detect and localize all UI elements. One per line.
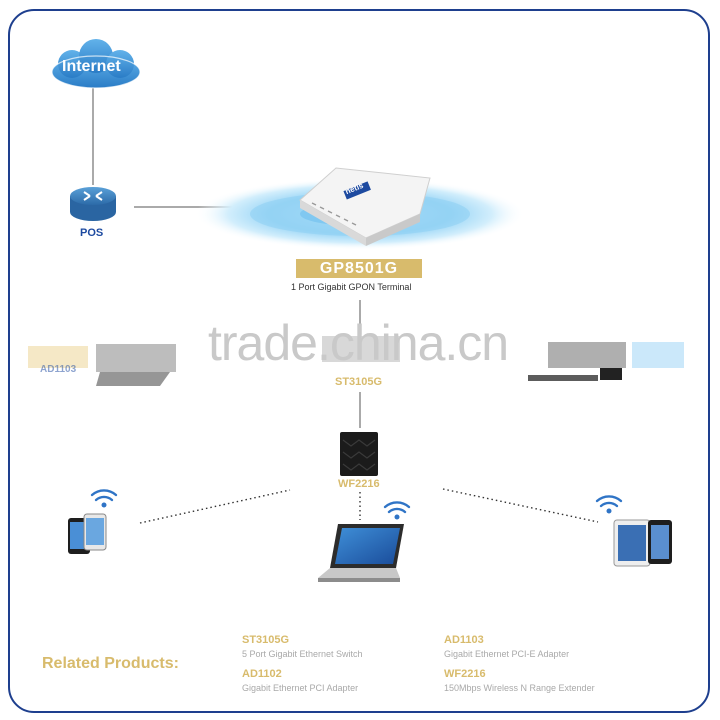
switch-label: ST3105G [335,376,383,388]
tablet-icon [613,519,672,567]
product-name: AD1103 [444,634,484,646]
adapter-partial-label: AD1103 [40,364,77,375]
product-name: AD1102 [242,668,282,680]
product-name: ST3105G [242,634,290,646]
watermark: trade.china.cn [208,315,509,371]
ad1103-adapter-icon [28,344,176,386]
product-description: 150Mbps Wireless N Range Extender [444,683,595,693]
gpon-terminal-icon [299,167,431,246]
diagram-frame [8,9,710,713]
product-description: 5 Port Gigabit Ethernet Switch [242,649,363,659]
wireless-link-phone [139,489,291,524]
wireless-link-tablet [442,488,599,523]
wifi-icon [383,501,411,514]
wireless-extender-icon [340,432,378,476]
product-name: WF2216 [444,668,486,680]
internet-label: Internet [62,58,121,75]
router-icon [70,187,116,221]
gpon-model-label: GP8501G [296,259,422,278]
product-description: Gigabit Ethernet PCI-E Adapter [444,649,570,659]
wifi-icon [595,495,623,508]
gpon-description: 1 Port Gigabit GPON Terminal [291,282,412,292]
pos-label: POS [80,227,104,239]
product-description: Gigabit Ethernet PCI Adapter [242,683,359,693]
wireless-label: WF2216 [338,478,380,490]
laptop-icon [318,524,404,582]
related-products-heading: Related Products: [42,655,179,672]
switch-icon [322,336,400,362]
desktop-pc-icon [528,342,684,381]
wifi-icon [90,489,118,502]
smartphone-icon [68,513,107,554]
cloud-icon [51,39,141,89]
